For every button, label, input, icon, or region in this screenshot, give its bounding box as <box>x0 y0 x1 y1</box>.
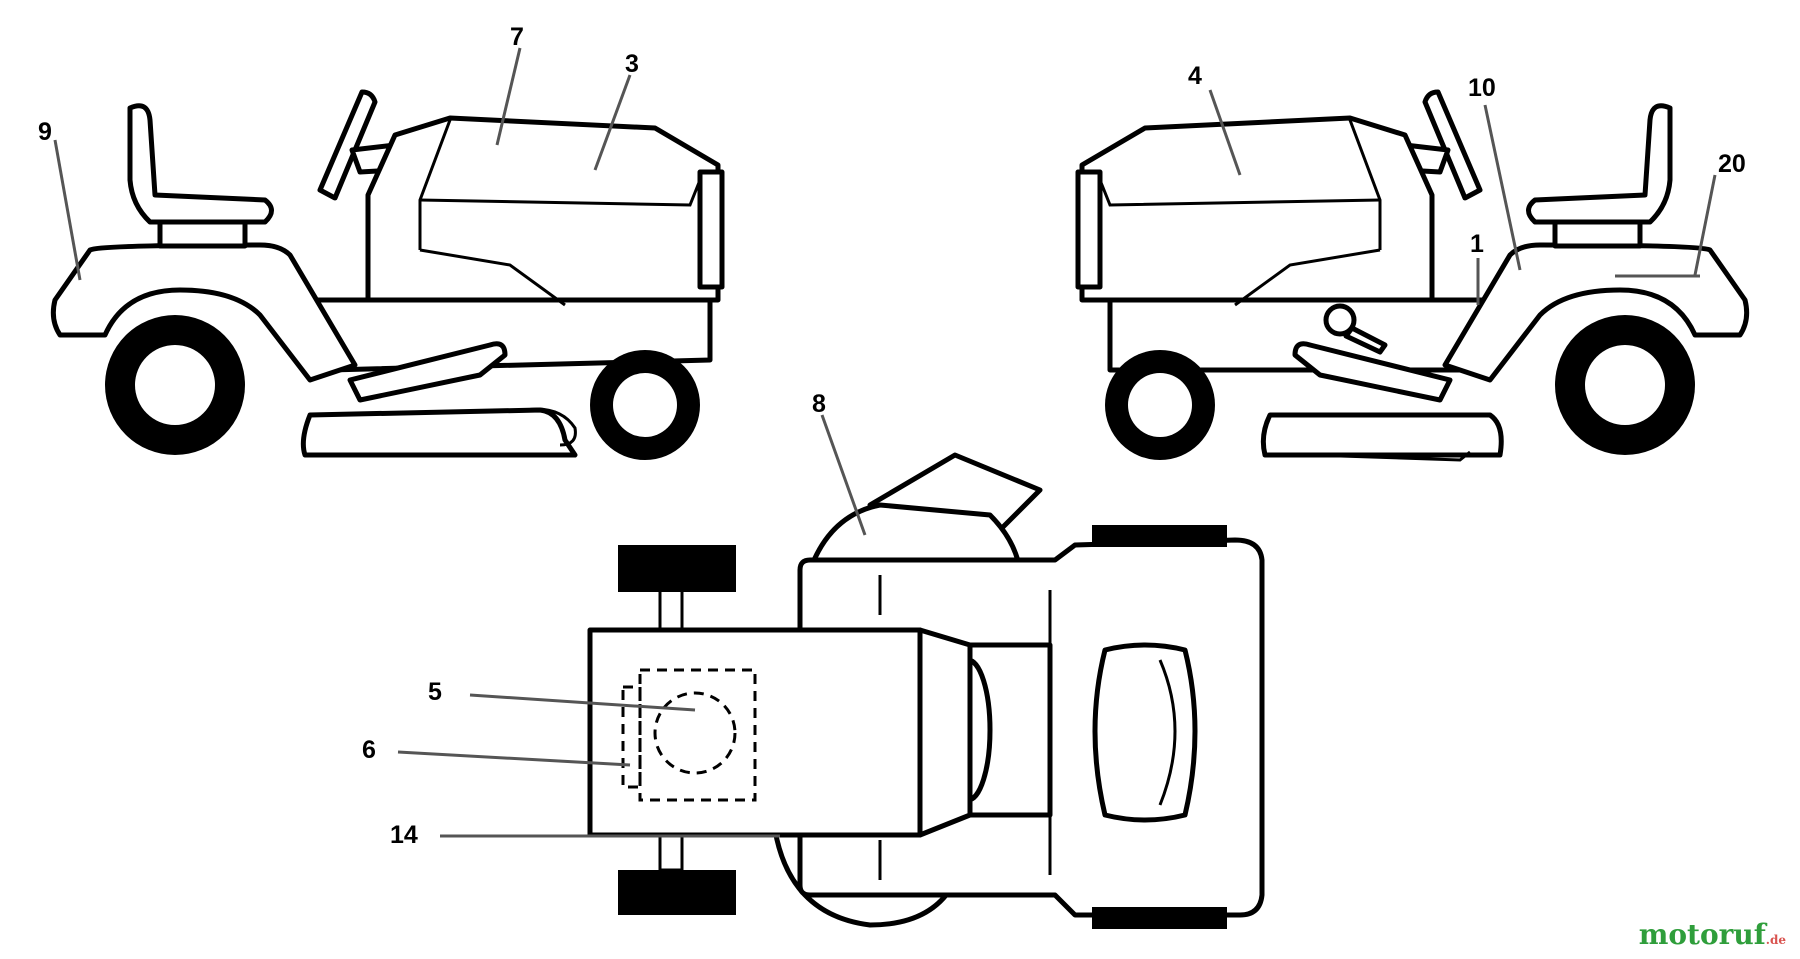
left-side-view-tractor <box>50 89 725 460</box>
seat-top <box>1092 642 1198 823</box>
callout-7: 7 <box>510 23 524 51</box>
steering-wheel <box>317 89 378 201</box>
callout-4: 4 <box>1188 62 1202 90</box>
callout-10: 10 <box>1468 74 1496 102</box>
callout-5: 5 <box>428 678 442 706</box>
seat-right <box>1526 103 1673 225</box>
callout-1: 1 <box>1470 230 1484 258</box>
motoruf-watermark-logo: motoruf.de <box>1639 918 1786 951</box>
callout-3: 3 <box>625 50 639 78</box>
callout-labels: 7 3 9 4 10 20 1 8 5 6 14 <box>38 23 1746 849</box>
watermark-main: motoruf <box>1638 918 1766 951</box>
right-side-view-tractor <box>1075 89 1750 462</box>
steering-wheel-right <box>1422 89 1483 201</box>
mower-deck-right <box>1260 412 1504 458</box>
mower-deck <box>300 407 578 458</box>
top-view-tractor <box>587 452 1265 929</box>
deck-top <box>807 502 1023 573</box>
watermark-tld: .de <box>1765 933 1786 947</box>
callout-8: 8 <box>812 390 826 418</box>
seat <box>127 103 274 225</box>
callout-6: 6 <box>362 736 376 764</box>
leader-lines <box>53 47 1717 838</box>
callout-9: 9 <box>38 118 52 146</box>
callout-20: 20 <box>1718 150 1746 178</box>
callout-14: 14 <box>390 821 418 849</box>
